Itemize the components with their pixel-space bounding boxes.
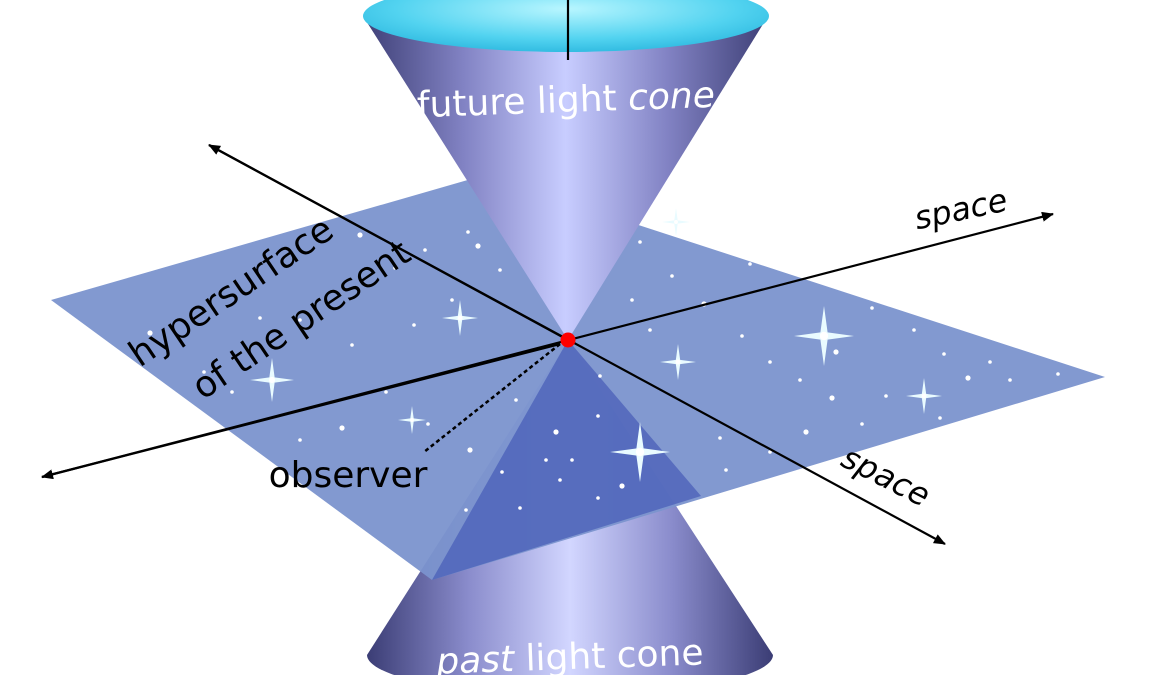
future-cone-opening [363, 0, 769, 52]
star-dot [426, 422, 430, 426]
star-dot [258, 316, 262, 320]
star-sparkle-core [410, 418, 414, 422]
past-light-cone-label: past light cone [435, 632, 705, 675]
star-dot [423, 248, 427, 252]
star-dot [648, 328, 652, 332]
star-dot [475, 243, 481, 249]
star-dot [412, 323, 416, 327]
star-dot [544, 458, 548, 462]
star-dot [884, 394, 888, 398]
star-dot [860, 422, 864, 426]
star-sparkle-core [921, 393, 927, 399]
star-dot [724, 468, 728, 472]
star-dot [718, 436, 722, 440]
star-dot [450, 298, 454, 302]
star-dot [518, 506, 522, 510]
star-dot [167, 417, 173, 423]
star-dot [740, 334, 744, 338]
star-dot [598, 374, 602, 378]
star-dot [202, 370, 206, 374]
star-dot [514, 398, 518, 402]
star-dot [500, 470, 504, 474]
star-sparkle-core [268, 376, 276, 384]
star-dot [230, 390, 234, 394]
star-dot [897, 447, 903, 453]
star-sparkle-core [674, 220, 678, 224]
star-dot [467, 447, 473, 453]
space-label-lower: space [835, 438, 936, 514]
space-axis-left-arrow [41, 342, 561, 480]
star-dot [384, 390, 388, 394]
star-dot [357, 232, 363, 238]
star-dot [464, 508, 468, 512]
star-dot [870, 306, 874, 310]
star-dot [1008, 378, 1012, 382]
star-dot [393, 266, 397, 270]
observer-pointer [423, 343, 561, 453]
star-dot [596, 414, 600, 418]
star-dot [466, 230, 470, 234]
star-sparkle-core [819, 331, 829, 341]
star-dot [558, 478, 562, 482]
star-dot [803, 429, 809, 435]
star-dot [965, 375, 971, 381]
star-dot [768, 360, 772, 364]
star-sparkle-core [675, 359, 681, 365]
star-dot [630, 298, 634, 302]
star-dot [570, 458, 574, 462]
star-dot [638, 240, 642, 244]
star-dot [938, 416, 942, 420]
star-dot [768, 450, 772, 454]
star-dot [298, 438, 302, 442]
star-dot [498, 268, 502, 272]
star-dot [1056, 372, 1060, 376]
star-dot [298, 318, 302, 322]
future-light-cone-label: future light cone [416, 75, 715, 126]
observer-label: observer [269, 455, 428, 496]
star-dot [350, 343, 354, 347]
star-dot [553, 429, 559, 435]
star-dot [988, 360, 992, 364]
space-axis-upper-arrow [208, 144, 569, 341]
star-dot [942, 352, 946, 356]
star-dot [670, 274, 674, 278]
star-dot [596, 496, 600, 500]
observer-dot [560, 332, 576, 348]
star-dot [798, 378, 802, 382]
star-dot [829, 395, 835, 401]
star-dot [147, 330, 153, 336]
star-dot [619, 483, 625, 489]
future-light-cone [363, 16, 768, 340]
star-dot [692, 230, 696, 234]
star-dot [725, 243, 731, 249]
star-sparkle-core [635, 447, 645, 457]
star-dot [748, 262, 752, 266]
star-dot [339, 425, 345, 431]
star-sparkle-core [457, 315, 463, 321]
star-dot [833, 349, 839, 355]
star-dot [912, 328, 916, 332]
past-cone-overlap [432, 340, 701, 580]
